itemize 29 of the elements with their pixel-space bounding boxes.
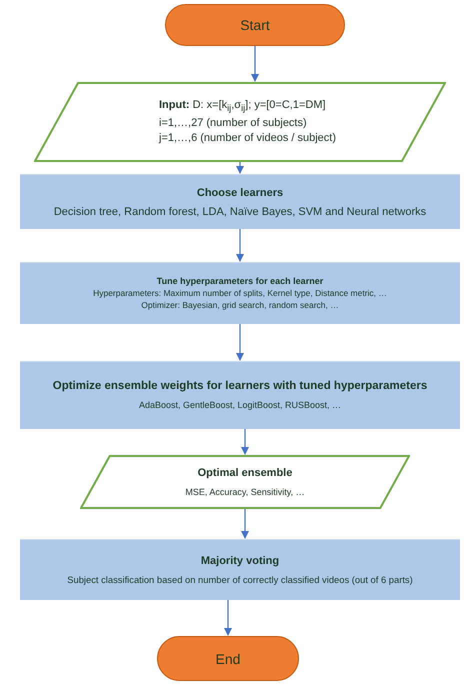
- arrow: [251, 46, 259, 82]
- process-box: [20, 262, 460, 324]
- arrow: [241, 429, 249, 455]
- step-heading: Optimal ensemble: [198, 466, 292, 478]
- data-parallelogram: [34, 82, 446, 162]
- step-description: MSE, Accuracy, Sensitivity, …: [185, 486, 305, 498]
- input-text: Input: D: x=[k$_{ij}$,σ$_{ij}$]; y=[0=C,1=DM]: [159, 98, 326, 116]
- step-heading: Tune hyperparameters for each learner: [156, 276, 324, 286]
- step-heading: Majority voting: [200, 554, 280, 566]
- arrow: [241, 509, 249, 539]
- process-box: [20, 174, 460, 229]
- data-parallelogram: [80, 455, 410, 509]
- process-box: [20, 361, 460, 429]
- step-description: Optimizer: Bayesian, grid search, random search, …: [141, 299, 339, 311]
- arrow: [224, 600, 232, 636]
- step-heading: Choose learners: [196, 186, 284, 198]
- arrow: [236, 162, 244, 174]
- step-heading: Optimize ensemble weights for learners with tuned hyperparameters: [52, 380, 428, 392]
- arrow: [236, 229, 244, 262]
- index-range: i=1,…,27 (number of subjects): [159, 116, 307, 132]
- process-box: [20, 539, 460, 600]
- terminal-label: End: [216, 650, 240, 666]
- step-description: Subject classification based on number of correctly classified videos (out of 6 parts): [67, 574, 413, 586]
- arrow: [236, 324, 244, 361]
- step-description: Decision tree, Random forest, LDA, Naïve Bayes, SVM and Neural networks: [54, 206, 426, 218]
- step-description: AdaBoost, GentleBoost, LogitBoost, RUSBoost, …: [138, 399, 342, 411]
- step-description: Hyperparameters: Maximum number of splits, Kernel type, Distance metric, …: [93, 287, 387, 299]
- index-range: j=1,…,6 (number of videos / subject): [159, 131, 336, 146]
- terminal-label: Start: [240, 17, 270, 33]
